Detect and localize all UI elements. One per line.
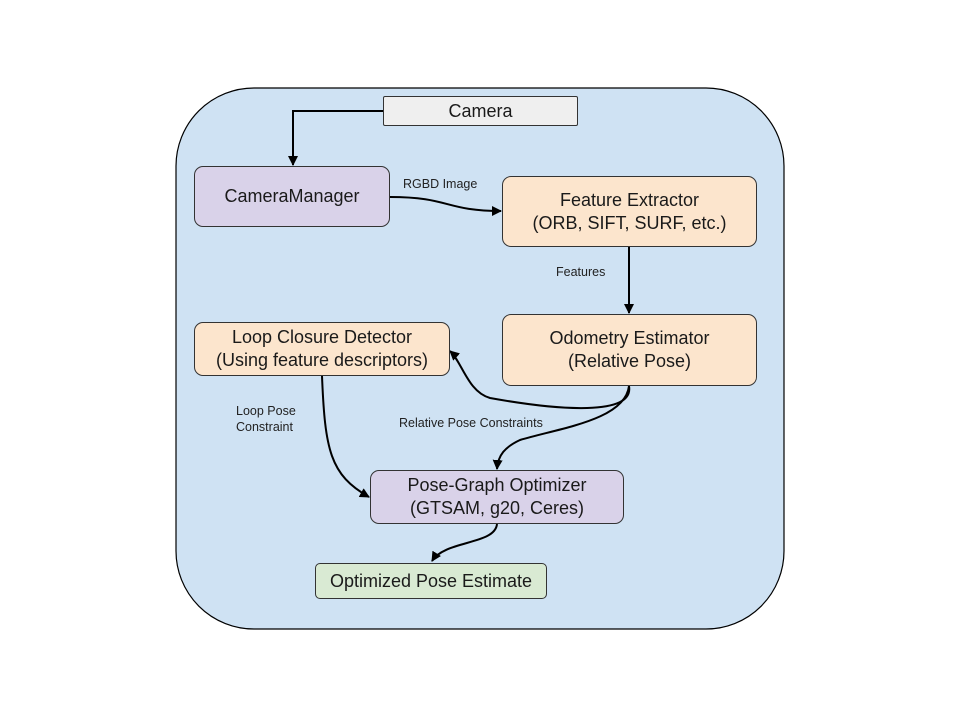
camera-manager-node-label: CameraManager — [224, 186, 360, 206]
edge-loop-pose-constraint — [321, 375, 370, 498]
optimized-pose-node: Optimized Pose Estimate — [315, 563, 547, 599]
loop-closure-detector-node: Loop Closure Detector (Using feature des… — [194, 322, 450, 376]
feature-extractor-node-title: Feature Extractor — [559, 189, 700, 210]
loop-closure-detector-node-subtitle: (Using feature descriptors) — [215, 350, 429, 370]
edge-relative-pose-constraints — [492, 385, 630, 470]
feature-extractor-node: Feature Extractor (ORB, SIFT, SURF, etc.… — [502, 176, 757, 247]
edge-camera-to-cameramanager — [288, 110, 383, 166]
edge-rgbd-image — [389, 196, 502, 216]
camera-manager-node: CameraManager — [194, 166, 390, 227]
edge-label-rgbd-image: RGBD Image — [403, 177, 478, 191]
edge-optimizer-to-output — [431, 523, 498, 562]
camera-node: Camera — [383, 96, 578, 126]
feature-extractor-node-subtitle: (ORB, SIFT, SURF, etc.) — [532, 212, 727, 233]
pose-graph-optimizer-node-subtitle: (GTSAM, g20, Ceres) — [409, 498, 585, 518]
odometry-estimator-node-subtitle: (Relative Pose) — [567, 351, 692, 371]
loop-closure-detector-node-title: Loop Closure Detector — [231, 327, 413, 347]
pose-graph-optimizer-node-title: Pose-Graph Optimizer — [407, 475, 587, 495]
pose-graph-optimizer-node: Pose-Graph Optimizer (GTSAM, g20, Ceres) — [370, 470, 624, 524]
edge-odometry-to-loop-closure — [449, 350, 631, 410]
odometry-estimator-node: Odometry Estimator (Relative Pose) — [502, 314, 757, 386]
edge-label-loop-pose-constraint: Loop Pose Constraint — [236, 404, 296, 434]
camera-node-label: Camera — [448, 100, 513, 121]
edge-label-features: Features — [556, 265, 606, 279]
odometry-estimator-node-title: Odometry Estimator — [549, 328, 710, 348]
optimized-pose-node-label: Optimized Pose Estimate — [329, 570, 533, 591]
edge-label-relative-pose-constraints: Relative Pose Constraints — [399, 416, 543, 430]
